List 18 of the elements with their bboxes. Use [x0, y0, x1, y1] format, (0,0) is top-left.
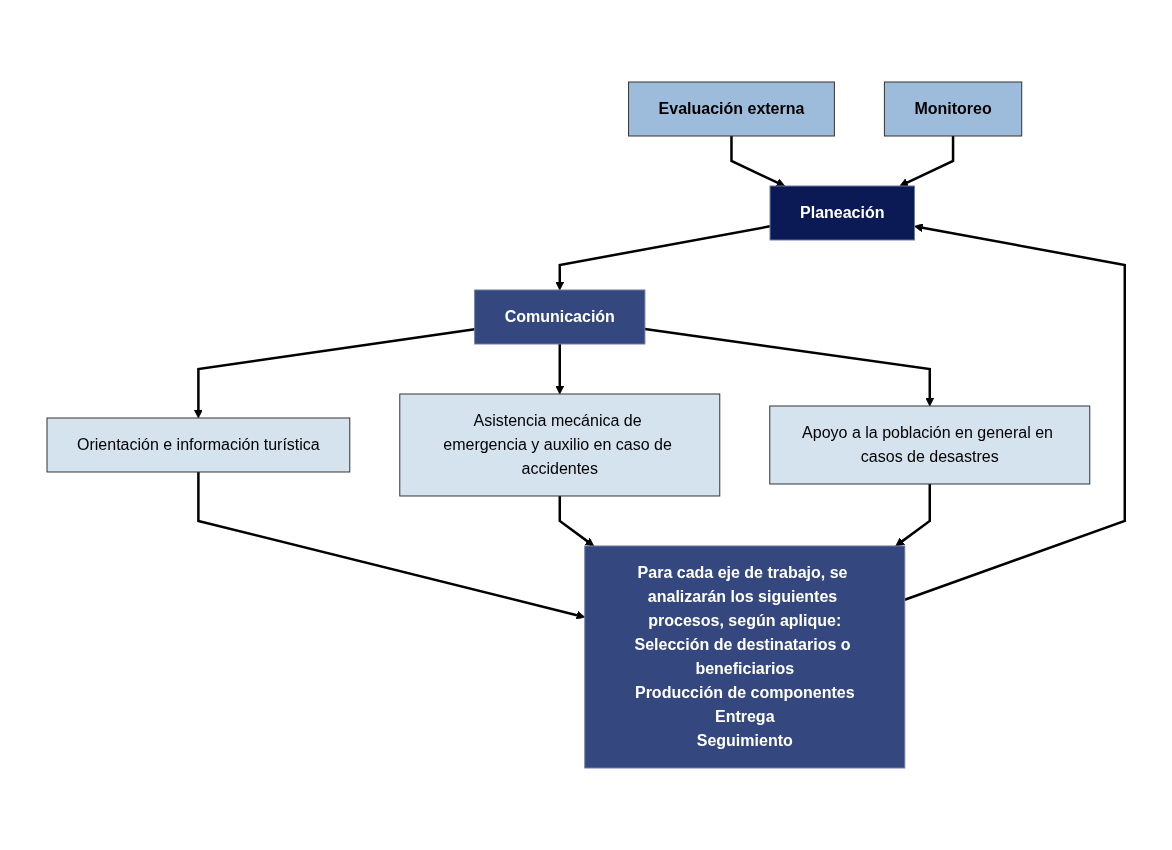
node-box: Para cada eje de trabajo, se analizarán los siguientes procesos, según aplique: Selección de destinatarios o beneficiarios Producción de componentes Entrega Seguimiento [584, 545, 906, 769]
arrow [558, 496, 595, 547]
arrow [904, 223, 1127, 601]
node-box: Evaluación externa [628, 81, 835, 137]
node-box: Orientación e información turística [46, 417, 351, 473]
arrow [555, 225, 771, 291]
arrow [895, 484, 932, 547]
node-box: Monitoreo [884, 81, 1023, 137]
node-box: Asistencia mecánica de emergencia y auxilio en caso de accidentes [399, 393, 721, 497]
arrow [197, 472, 586, 620]
node-box: Comunicación [474, 289, 646, 345]
arrow [194, 328, 475, 419]
arrow [730, 136, 786, 187]
arrow [644, 327, 935, 407]
node-box: Planeación [769, 185, 916, 241]
arrow [555, 344, 565, 395]
node-box: Apoyo a la población en general en casos de desastres [769, 405, 1091, 485]
arrow [899, 136, 955, 187]
